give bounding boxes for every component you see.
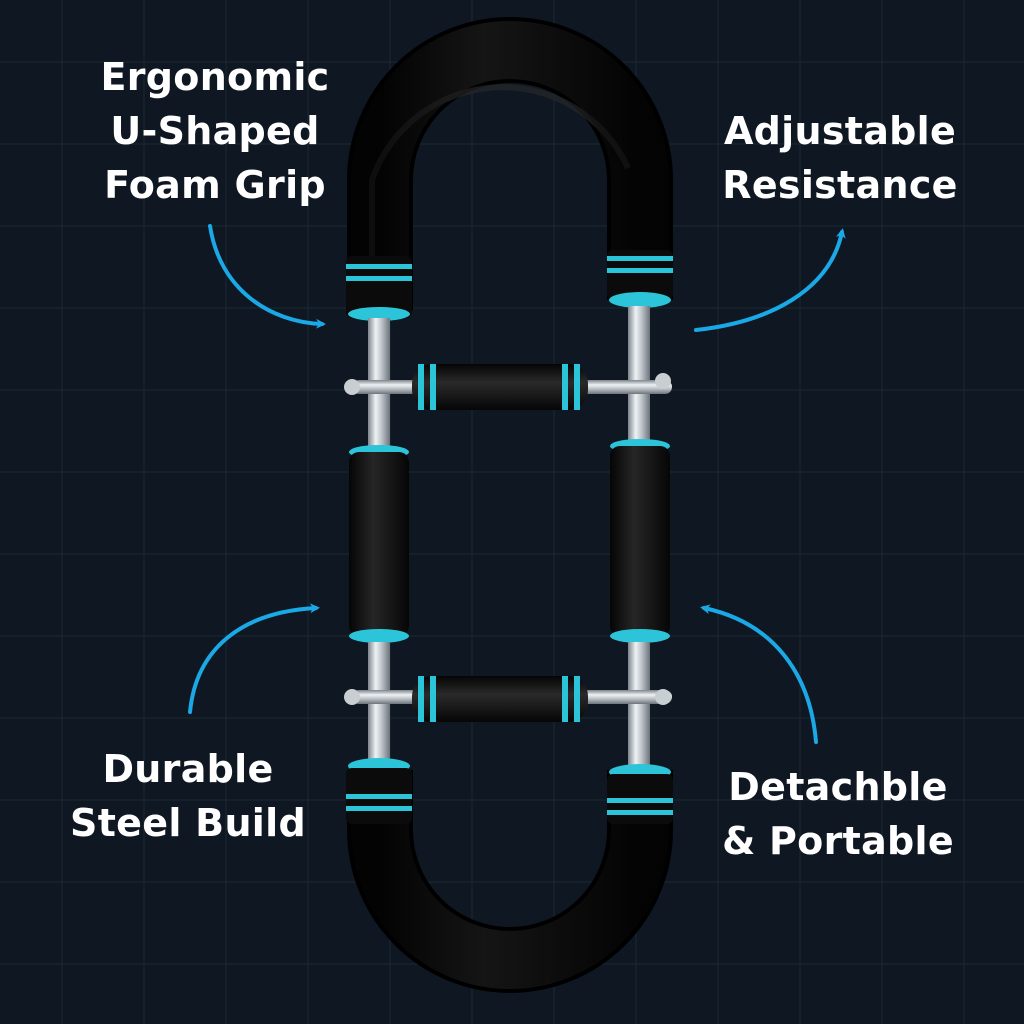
curved-arrow-icon <box>208 224 326 329</box>
upper-crossbar <box>344 364 672 410</box>
callout-line: Adjustable <box>723 109 957 153</box>
lower-crossbar <box>344 676 672 722</box>
top-left-cap <box>346 256 412 321</box>
callout-steel-build: Durable Steel Build <box>62 742 314 850</box>
callout-line: U-Shaped <box>110 109 320 153</box>
callout-line: Foam Grip <box>104 163 326 207</box>
callout-line: Durable <box>102 747 274 791</box>
middle-right-grip <box>610 439 670 643</box>
top-u-grip <box>347 17 673 310</box>
upper-right-rod <box>628 306 650 446</box>
bottom-u-grip <box>347 770 673 993</box>
curved-arrow-icon <box>694 228 846 332</box>
curved-arrow-icon <box>700 604 818 744</box>
lower-right-rod <box>628 642 650 768</box>
lower-left-rod <box>368 642 390 768</box>
bottom-left-cap <box>346 758 412 824</box>
callout-detachable-portable: Detachble & Portable <box>712 760 964 868</box>
callout-line: Ergonomic <box>100 55 330 99</box>
callout-foam-grip: Ergonomic U-Shaped Foam Grip <box>84 50 346 212</box>
callout-line: Steel Build <box>70 801 306 845</box>
callout-line: Resistance <box>722 163 958 207</box>
callout-adjustable-resistance: Adjustable Resistance <box>708 104 972 212</box>
callout-line: & Portable <box>722 819 954 863</box>
curved-arrow-icon <box>188 603 320 714</box>
callout-line: Detachble <box>728 765 948 809</box>
top-right-cap <box>607 250 673 308</box>
bottom-right-cap <box>607 764 673 824</box>
middle-left-grip <box>349 445 409 643</box>
